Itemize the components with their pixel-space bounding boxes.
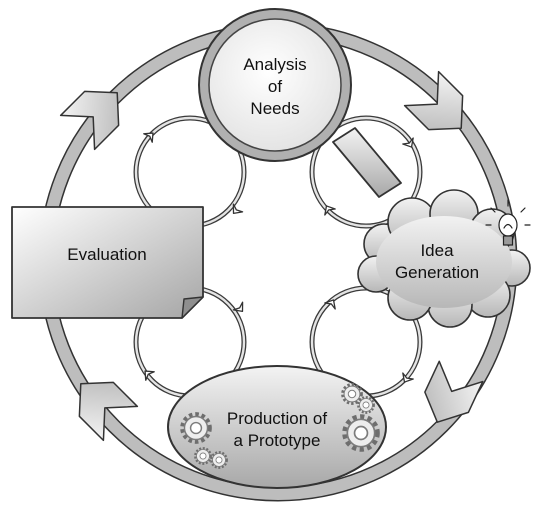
outer-arrow-bottom-right: [424, 360, 484, 423]
bulb-ray: [490, 207, 496, 213]
prototype-label-line2: a Prototype: [234, 431, 321, 450]
outer-arrow-bottom-left: [78, 381, 139, 442]
node-analysis-of-needs: Analysis of Needs: [198, 8, 402, 198]
outer-arrows: [59, 70, 484, 442]
node-evaluation: Evaluation: [11, 206, 204, 319]
inner-arrowhead-8: [402, 372, 414, 383]
inner-arrowheads: [143, 132, 414, 383]
lightbulb-icon: [485, 199, 531, 246]
document-folded-corner: [181, 296, 204, 319]
inner-arrowhead-6: [144, 370, 155, 381]
bulb-filament: [503, 223, 513, 229]
analysis-label-line1: Analysis: [243, 55, 306, 74]
magnifying-glass-icon: [198, 8, 402, 198]
prototype-label-line1: Production of: [227, 409, 327, 428]
analysis-label-line2: of: [268, 77, 282, 96]
inner-arrowhead-5: [232, 301, 244, 313]
evaluation-label: Evaluation: [67, 245, 146, 264]
idea-label-line2: Generation: [395, 263, 479, 282]
node-idea-generation: Idea Generation: [357, 189, 531, 328]
magnifier-handle: [332, 127, 402, 198]
cloud-body: [376, 216, 512, 308]
bulb-ray: [520, 207, 526, 213]
inner-arrowhead-3: [402, 137, 414, 148]
outer-arrow-top-right: [403, 70, 464, 131]
inner-arrowhead-4: [324, 205, 336, 216]
idea-label-line1: Idea: [420, 241, 454, 260]
inner-arrowhead-1: [143, 132, 154, 143]
inner-ring-top-right-fill: [310, 116, 422, 228]
magnifier-lens: [208, 18, 342, 152]
inner-arrowhead-7: [324, 299, 336, 310]
outer-arrow-top-left: [59, 90, 120, 151]
node-production-of-prototype: Production of a Prototype: [167, 365, 387, 489]
inner-arrowhead-2: [232, 203, 244, 215]
bulb-base: [502, 235, 514, 246]
analysis-label-line3: Needs: [250, 99, 299, 118]
